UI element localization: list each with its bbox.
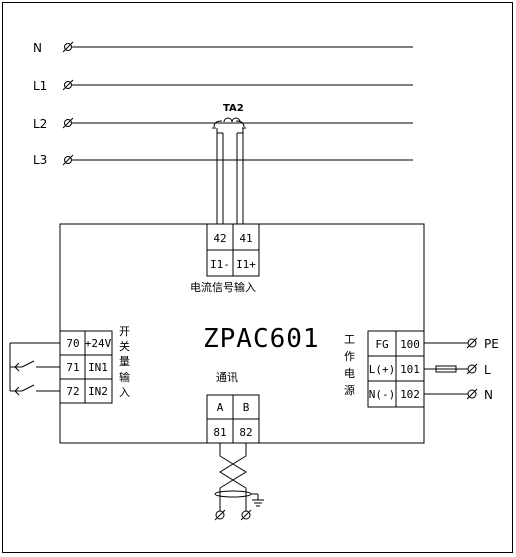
- line-l2: L2: [33, 117, 413, 131]
- comm-terminal-81: 81: [213, 426, 226, 439]
- power-caption-char: 工: [344, 333, 355, 346]
- switch-row-num: 72: [66, 385, 79, 398]
- switch-row-num: 71: [66, 361, 79, 374]
- current-input-caption: 电流信号输入: [190, 280, 256, 294]
- switch-contact-2: [21, 384, 35, 392]
- switch-caption-char: 入: [119, 386, 130, 399]
- terminal-symbol: [467, 338, 477, 348]
- switch-caption-char: 量: [119, 355, 130, 368]
- terminal-symbol: [64, 156, 72, 164]
- power-block: 工 作 电 源 FG 100 L(+) 101 N(-) 102 PE L N: [344, 330, 499, 408]
- comm-caption: 通讯: [216, 371, 238, 384]
- ct-label: TA2: [223, 103, 244, 114]
- supply-lines: N L1 L2 L3: [33, 41, 413, 167]
- line-label-l1: L1: [33, 79, 47, 93]
- terminal-symbol: [467, 389, 477, 399]
- switch-caption-char: 开: [119, 325, 130, 338]
- power-row-num: 102: [400, 388, 420, 401]
- power-row-name: N(-): [369, 388, 396, 401]
- terminal-i1-minus: I1-: [210, 258, 230, 271]
- switch-caption-char: 关: [119, 339, 130, 353]
- terminal-symbol: [64, 43, 72, 51]
- current-input-block: 42 41 I1- I1+ 电流信号输入: [190, 223, 260, 294]
- comm-terminal-a: A: [217, 401, 224, 414]
- power-row-num: 101: [400, 363, 420, 376]
- terminal-symbol: [215, 510, 225, 520]
- line-n: N: [33, 41, 413, 55]
- communication-block: 通讯 A B 81 82: [206, 371, 264, 521]
- terminal-symbol: [64, 119, 72, 127]
- line-label-l3: L3: [33, 153, 47, 167]
- switch-row-name: IN2: [88, 385, 108, 398]
- terminal-42: 42: [213, 232, 226, 245]
- switch-caption-char: 输: [119, 370, 130, 384]
- terminal-41: 41: [239, 232, 252, 245]
- power-row-num: 100: [400, 338, 420, 351]
- comm-terminal-82: 82: [239, 426, 252, 439]
- terminal-symbol: [64, 81, 72, 89]
- outer-frame: [2, 2, 513, 553]
- line-label-l2: L2: [33, 117, 47, 131]
- switch-row-name: IN1: [88, 361, 108, 374]
- power-row-name: FG: [375, 338, 388, 351]
- terminal-symbol: [467, 364, 477, 374]
- power-caption-char: 作: [344, 350, 355, 363]
- power-ext-n: N: [484, 388, 493, 402]
- switch-input-block: 70 +24V 71 IN1 72 IN2 开 关 量 输 入: [9, 325, 130, 404]
- line-l1: L1: [33, 79, 413, 93]
- switch-row-name: +24V: [85, 337, 112, 350]
- switch-row-num: 70: [66, 337, 79, 350]
- terminal-symbol: [241, 510, 251, 520]
- power-caption-char: 源: [344, 383, 355, 397]
- device-model-title: ZPAC601: [203, 324, 320, 354]
- power-row-name: L(+): [369, 363, 396, 376]
- power-ext-pe: PE: [484, 337, 499, 351]
- terminal-i1-plus: I1+: [236, 258, 256, 271]
- line-label-n: N: [33, 41, 42, 55]
- power-caption-char: 电: [344, 367, 355, 380]
- power-ext-l: L: [484, 363, 491, 377]
- current-transformer: TA2: [212, 103, 246, 224]
- comm-terminal-b: B: [243, 401, 250, 414]
- switch-contact-1: [21, 360, 35, 368]
